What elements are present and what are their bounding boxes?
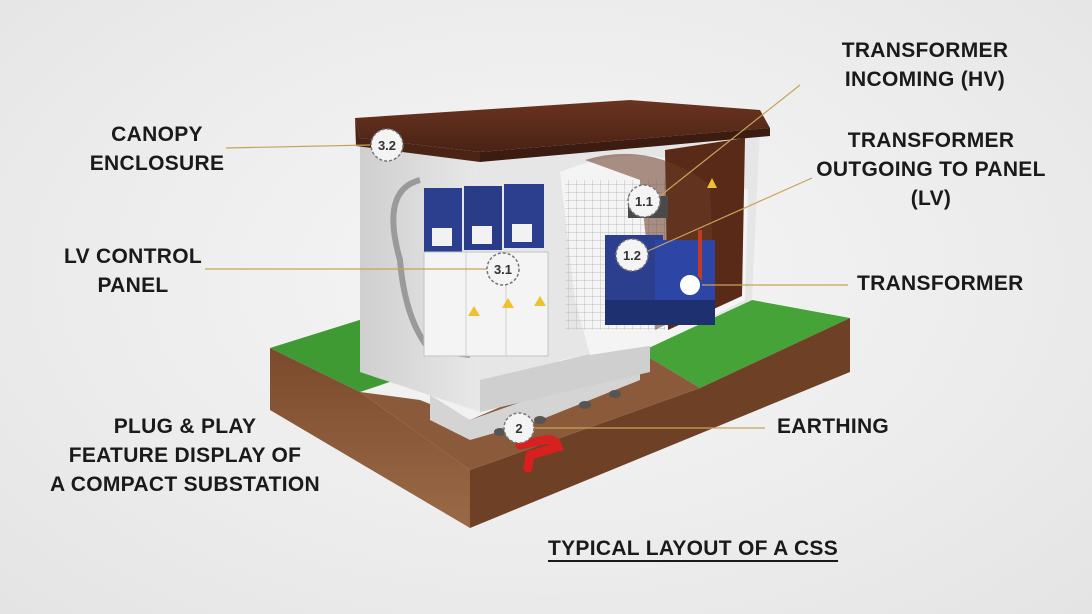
breaker-label-3 bbox=[512, 224, 532, 242]
soil-front bbox=[270, 348, 470, 528]
lv-cabinet bbox=[423, 251, 549, 357]
callout-1-1: 1.1 bbox=[627, 184, 661, 218]
callout-2-text: 2 bbox=[515, 421, 522, 436]
cable-loop bbox=[390, 177, 471, 358]
earthing-assembly bbox=[494, 390, 621, 473]
vent-3 bbox=[579, 401, 591, 409]
plinth-front bbox=[480, 340, 650, 412]
grass-right bbox=[640, 300, 850, 388]
callout-3-1: 3.1 bbox=[486, 252, 520, 286]
breaker-label-2 bbox=[472, 226, 492, 244]
callout-3-2: 3.2 bbox=[370, 128, 404, 162]
vent-1 bbox=[494, 428, 506, 436]
cabinet-warning-2 bbox=[502, 298, 514, 308]
callout-1-2: 1.2 bbox=[615, 238, 649, 272]
transformer-base bbox=[605, 300, 715, 325]
cabinet-warning-1 bbox=[468, 306, 480, 316]
label-transformer: TRANSFORMER bbox=[857, 272, 1024, 295]
transformer-target-marker bbox=[678, 273, 702, 297]
leader-canopy bbox=[225, 144, 371, 149]
roof-front-edge bbox=[480, 128, 770, 162]
leader-tx-outgoing bbox=[647, 177, 813, 252]
label-canopy-enclosure: CANOPY ENCLOSURE bbox=[89, 123, 225, 175]
label-earthing: EARTHING bbox=[777, 415, 890, 438]
callout-3-2-text: 3.2 bbox=[378, 138, 396, 153]
roof-side-edge bbox=[355, 118, 480, 162]
caption-typical-layout: TYPICAL LAYOUT OF A CSS bbox=[548, 537, 839, 560]
cabinet-warning-3 bbox=[534, 296, 546, 306]
canopy-roof bbox=[355, 100, 770, 162]
roof-top bbox=[355, 100, 770, 152]
label-plug-and-play: PLUG & PLAY FEATURE DISPLAY OF A COMPACT… bbox=[49, 415, 321, 496]
label-transformer-incoming: TRANSFORMER INCOMING (HV) bbox=[841, 39, 1009, 91]
label-transformer-outgoing: TRANSFORMER OUTGOING TO PANEL (LV) bbox=[816, 129, 1046, 210]
callout-1-2-text: 1.2 bbox=[623, 248, 641, 263]
callouts: 3.2 3.1 1.1 1.2 2 bbox=[370, 128, 661, 444]
callout-1-1-text: 1.1 bbox=[635, 194, 653, 209]
callout-2: 2 bbox=[503, 412, 535, 444]
earthing-pipe bbox=[515, 435, 564, 473]
leader-lines bbox=[205, 84, 848, 429]
vent-2 bbox=[534, 416, 546, 424]
warning-sign bbox=[707, 178, 717, 188]
vent-4 bbox=[609, 390, 621, 398]
label-lv-control-panel: LV CONTROL PANEL bbox=[64, 245, 202, 297]
soil-right bbox=[470, 318, 850, 528]
breaker-label-1 bbox=[432, 228, 452, 246]
leader-tx-incoming bbox=[654, 84, 801, 201]
callout-3-1-text: 3.1 bbox=[494, 262, 512, 277]
lv-panel-group bbox=[390, 177, 549, 358]
